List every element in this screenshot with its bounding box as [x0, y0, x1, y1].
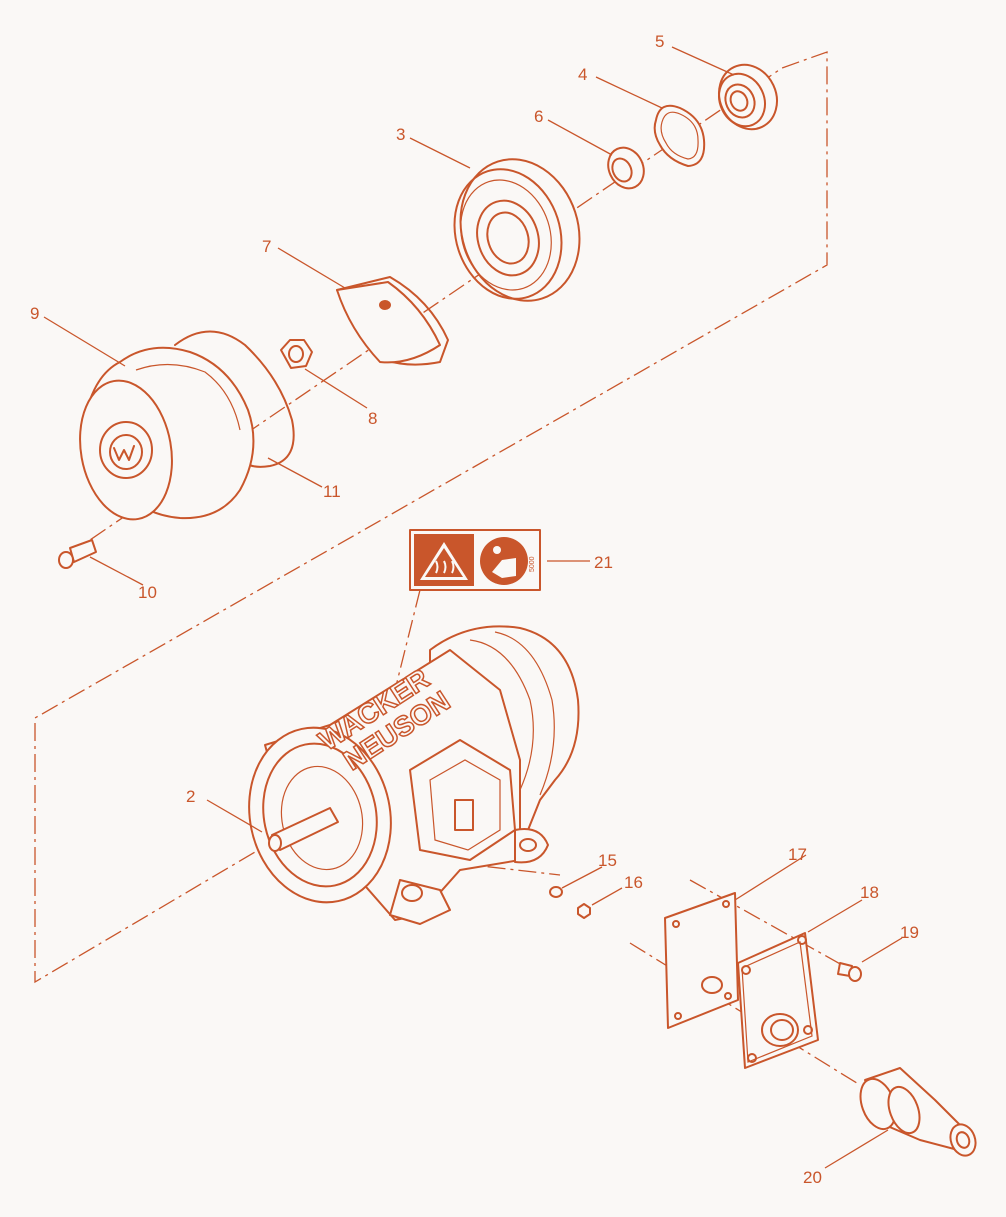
callout-3: 3	[396, 125, 405, 144]
part-5-small-bearing	[718, 63, 778, 131]
callout-6: 6	[534, 107, 543, 126]
callout-4: 4	[578, 65, 587, 84]
part-17-gasket-plate	[664, 892, 739, 1029]
read-manual-icon	[480, 537, 528, 585]
callout-19: 19	[900, 923, 919, 942]
callout-labels: 5 4 6 3 7 9 8 11 10 21 2 15 16 17 18 19 …	[30, 32, 919, 1187]
wacker-w-logo-icon	[113, 445, 135, 461]
part-16-nut	[577, 903, 591, 919]
leader-lines	[43, 46, 903, 1169]
callout-9: 9	[30, 304, 39, 323]
callout-21: 21	[594, 553, 613, 572]
callout-7: 7	[262, 237, 271, 256]
decal-code: 5000	[529, 556, 536, 572]
part-15-washer	[549, 886, 563, 898]
part-20-cable-gland	[859, 1067, 977, 1157]
part-8-hex-nut	[280, 339, 313, 369]
callout-20: 20	[803, 1168, 822, 1187]
part-3-large-bearing	[453, 158, 581, 302]
part-18-cover-plate	[737, 932, 819, 1069]
part-11-gasket	[174, 330, 295, 468]
callout-8: 8	[368, 409, 377, 428]
part-4-spring-ring	[653, 104, 706, 167]
part-10-cap-screw	[58, 539, 97, 569]
callout-11: 11	[323, 482, 341, 501]
part-6-spacer-ring	[607, 146, 645, 190]
part-19-screw	[837, 962, 862, 982]
callout-10: 10	[138, 583, 157, 602]
callout-16: 16	[624, 873, 643, 892]
part-2-vibrator-housing: WACKER NEUSON	[248, 625, 580, 925]
callout-15: 15	[598, 851, 617, 870]
part-7-eccentric-weight	[336, 276, 449, 366]
part-21-warning-decal: 5000	[409, 529, 541, 591]
hot-surface-warning-icon	[414, 534, 474, 586]
callout-5: 5	[655, 32, 664, 51]
part-9-end-cover	[79, 346, 255, 521]
callout-17: 17	[788, 845, 807, 864]
callout-18: 18	[860, 883, 879, 902]
callout-2: 2	[186, 787, 195, 806]
